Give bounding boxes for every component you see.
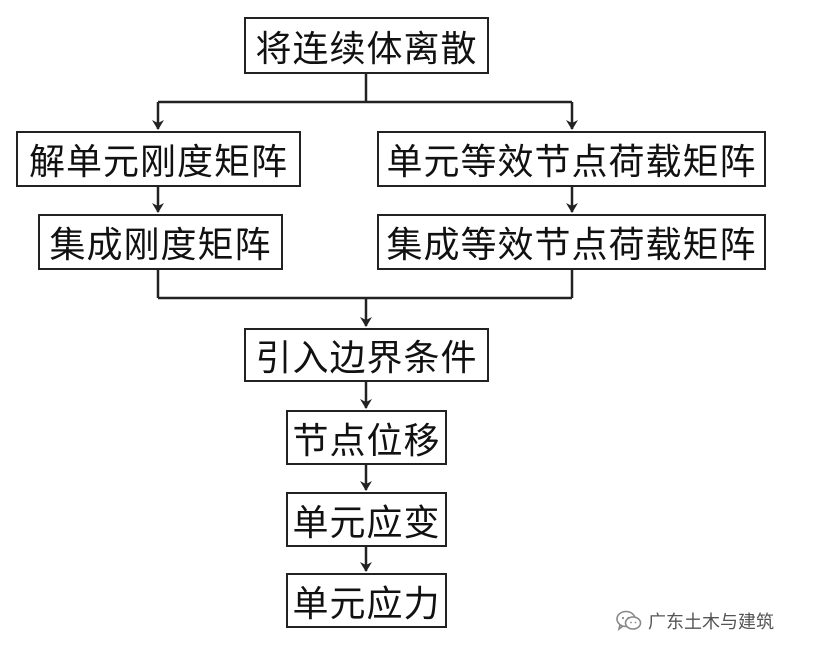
- node-boundary: 引入边界条件: [244, 328, 489, 382]
- node-strain: 单元应变: [286, 492, 447, 547]
- watermark-text: 广东土木与建筑: [648, 612, 774, 633]
- watermark: 广东土木与建筑: [616, 608, 774, 634]
- wechat-icon: [616, 610, 642, 631]
- node-displacement: 节点位移: [286, 410, 447, 465]
- node-global-load: 集成等效节点荷载矩阵: [377, 214, 766, 270]
- node-global-stiffness: 集成刚度矩阵: [38, 214, 283, 270]
- node-discretize: 将连续体离散: [244, 17, 489, 74]
- node-element-stiffness: 解单元刚度矩阵: [16, 131, 301, 187]
- node-stress: 单元应力: [286, 573, 447, 628]
- node-element-load: 单元等效节点荷载矩阵: [377, 131, 766, 187]
